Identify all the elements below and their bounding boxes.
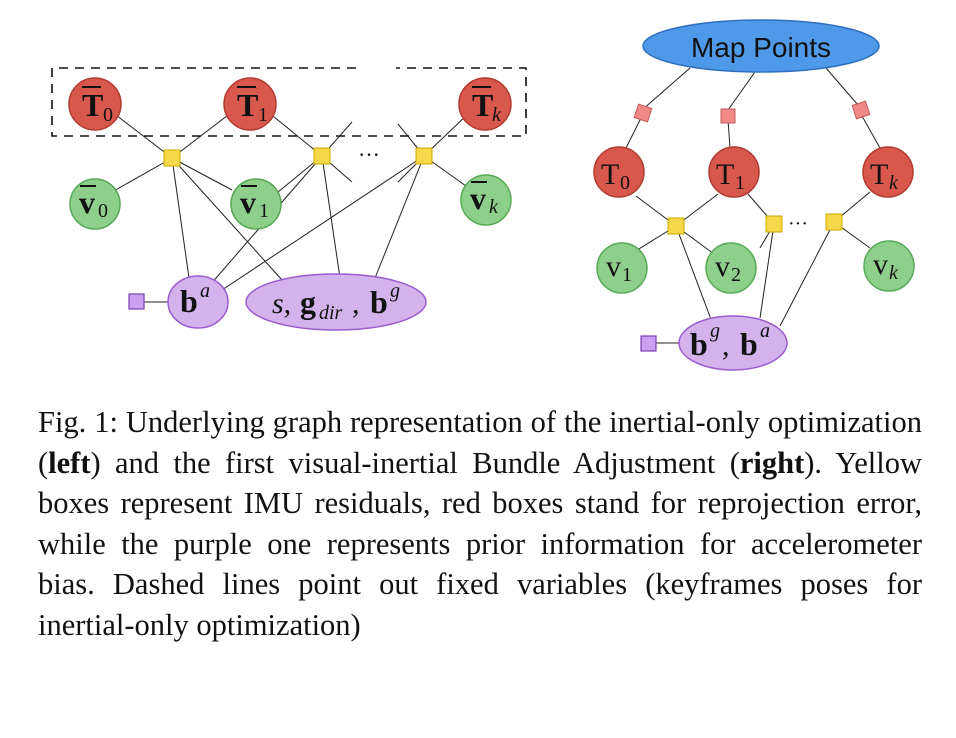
- accel-bias-superscript: a: [760, 320, 770, 342]
- separator-comma: ,: [352, 287, 360, 320]
- node-superscript: a: [200, 280, 210, 302]
- node-symbol: T: [716, 158, 734, 191]
- fixed-variables-dashed-box: [51, 67, 527, 137]
- graph-figure: T 0 T 1 T k v 0 v 1: [51, 19, 915, 371]
- node-symbol: T: [601, 158, 619, 191]
- map-points-node: Map Points: [642, 19, 880, 73]
- node-subscript: 2: [731, 264, 741, 286]
- node-subscript: k: [489, 196, 499, 218]
- node-symbol: v: [715, 250, 730, 283]
- node-symbol: T: [82, 87, 103, 123]
- pose-node: T 1: [223, 77, 277, 131]
- reprojection-factor: [851, 100, 871, 120]
- imu-factor: [765, 215, 783, 233]
- node-subscript: k: [889, 262, 899, 284]
- right-graph: Map Points T 0 T 1 T k ··· v: [593, 19, 915, 371]
- gyro-bias-superscript: g: [390, 280, 400, 302]
- node-symbol: v: [470, 180, 486, 216]
- node-subscript: k: [889, 172, 899, 194]
- node-symbol: v: [606, 250, 621, 283]
- imu-factor: [825, 213, 843, 231]
- node-symbol: T: [237, 87, 258, 123]
- velocity-node: v k: [863, 240, 915, 292]
- right-edges: [625, 67, 881, 344]
- node-subscript: 1: [735, 172, 745, 194]
- caption-suffix: ). Yellow boxes represent IMU residuals,…: [38, 445, 922, 642]
- left-graph: T 0 T 1 T k v 0 v 1: [51, 67, 527, 331]
- pose-node: T 0: [68, 77, 122, 131]
- scale-gravity-gyro-bias-node: s, g dir , b g: [245, 273, 427, 331]
- node-symbol: b: [180, 283, 198, 319]
- gravity-symbol: g: [300, 284, 316, 320]
- node-symbol: T: [472, 87, 493, 123]
- node-symbol: T: [870, 158, 888, 191]
- ellipsis-text: ···: [788, 213, 808, 235]
- velocity-node: v 0: [69, 178, 121, 230]
- node-symbol: v: [240, 184, 256, 220]
- node-subscript: k: [492, 104, 502, 126]
- velocity-node: v 1: [596, 242, 648, 294]
- left-edges: [111, 111, 471, 303]
- ellipsis-text: ···: [358, 142, 380, 167]
- velocity-node: v k: [460, 174, 512, 226]
- pose-node: T k: [458, 77, 512, 131]
- caption-prefix: Fig. 1: Underlying graph representation …: [38, 405, 922, 480]
- gyro-bias-superscript: g: [710, 320, 720, 342]
- node-subscript: 1: [259, 200, 269, 222]
- figure-caption: Fig. 1: Underlying graph representation …: [38, 402, 922, 645]
- prior-factor: [128, 293, 145, 310]
- imu-factor: [163, 149, 181, 167]
- node-symbol: v: [873, 248, 888, 281]
- node-symbol: v: [79, 184, 95, 220]
- imu-factor: [667, 217, 685, 235]
- reprojection-factor: [720, 108, 736, 124]
- node-subscript: 1: [258, 104, 268, 126]
- gyro-bias-symbol: b: [690, 326, 708, 362]
- pose-node: T 0: [593, 146, 645, 198]
- gravity-subscript: dir: [319, 302, 343, 324]
- pose-node: T k: [862, 146, 914, 198]
- caption-left-word: left: [48, 445, 91, 480]
- velocity-node: v 1: [230, 178, 282, 230]
- imu-factor: [415, 147, 433, 165]
- accel-bias-node: b a: [167, 275, 229, 329]
- velocity-node: v 2: [705, 242, 757, 294]
- separator-comma: ,: [722, 329, 730, 362]
- imu-factor: [313, 147, 331, 165]
- node-subscript: 0: [620, 172, 630, 194]
- gyro-bias-symbol: b: [370, 284, 388, 320]
- scale-symbol: s,: [272, 287, 291, 320]
- node-subscript: 0: [98, 200, 108, 222]
- node-subscript: 0: [103, 104, 113, 126]
- caption-right-word: right: [739, 445, 805, 480]
- bias-node: b g , b a: [678, 315, 788, 371]
- node-subscript: 1: [622, 264, 632, 286]
- caption-middle: ) and the first visual-inertial Bundle A…: [90, 445, 740, 480]
- reprojection-factor: [633, 103, 653, 123]
- map-points-label: Map Points: [691, 32, 831, 63]
- pose-node: T 1: [708, 146, 760, 198]
- prior-factor: [640, 335, 657, 352]
- accel-bias-symbol: b: [740, 326, 758, 362]
